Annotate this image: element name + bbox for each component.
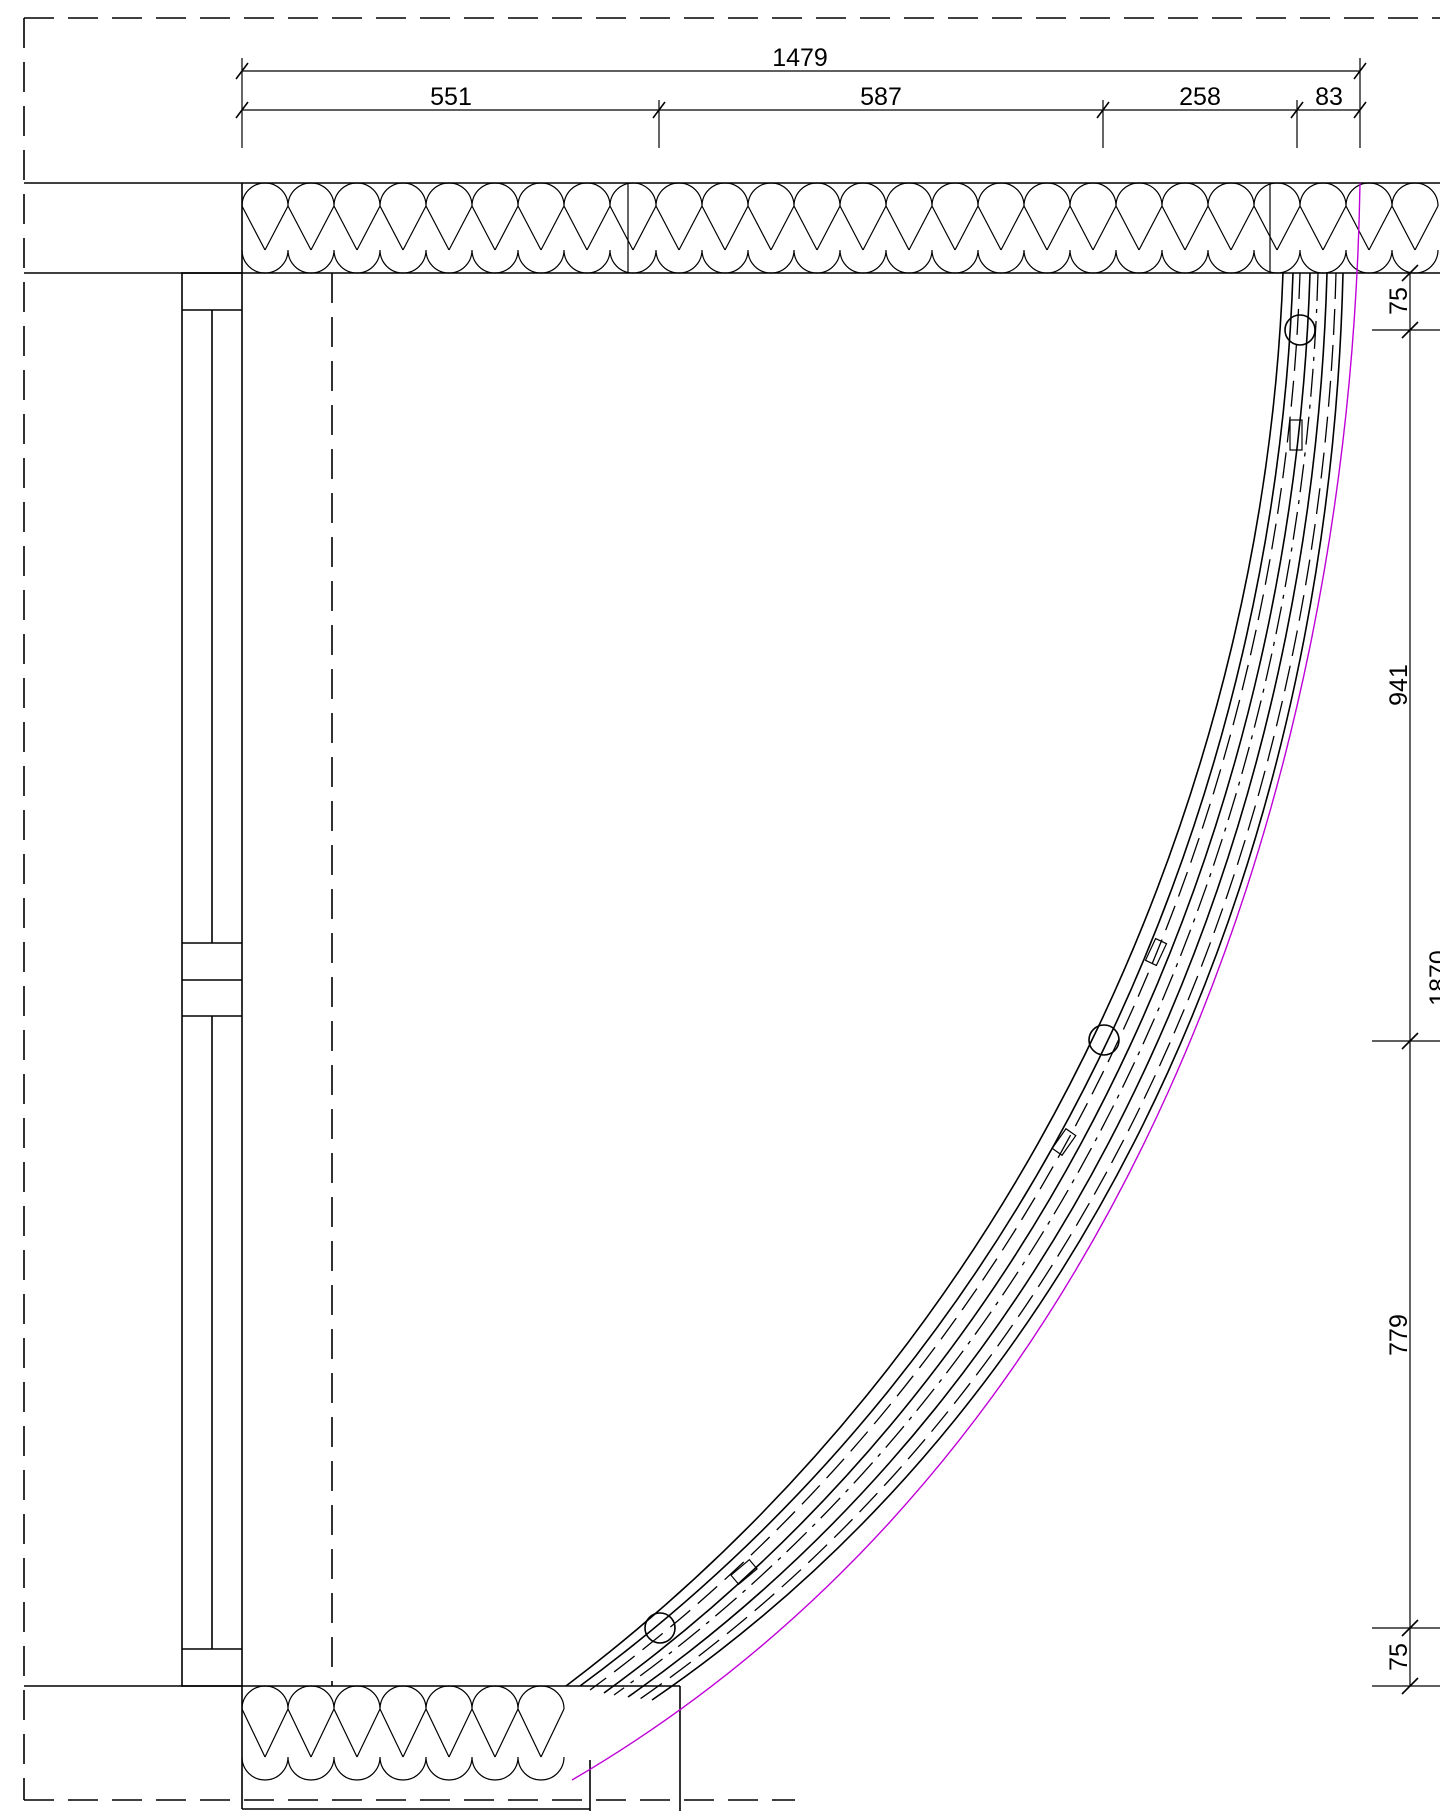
dim-lower-height: 779 <box>1385 1314 1413 1356</box>
dim-segment-2: 587 <box>860 83 902 111</box>
curve-guide-arc <box>571 182 1361 1781</box>
horizontal-dimensions: 1479 551 587 258 83 <box>235 44 1367 148</box>
insulation-batt <box>241 1685 565 1781</box>
curved-wall <box>565 182 1361 1781</box>
dim-bottom-offset: 75 <box>1385 1643 1413 1671</box>
dim-upper-height: 941 <box>1385 664 1413 706</box>
vertical-dimensions: 75 941 779 75 1870 <box>1372 264 1440 1695</box>
dim-segment-3: 258 <box>1179 83 1221 111</box>
insulation-pattern-top <box>241 182 1439 274</box>
bottom-wall <box>24 1685 681 1811</box>
dim-segment-1: 551 <box>430 83 472 111</box>
dim-segment-4: 83 <box>1315 83 1343 111</box>
insulation-pattern-bottom <box>241 1685 565 1781</box>
window-frame <box>181 272 243 1687</box>
top-wall <box>24 182 1440 274</box>
insulation-batt <box>241 182 1439 274</box>
outer-boundary <box>23 17 1440 1801</box>
dim-overall-height: 1870 <box>1425 950 1440 1006</box>
dim-overall-width: 1479 <box>772 44 828 72</box>
dim-top-offset: 75 <box>1385 287 1413 315</box>
